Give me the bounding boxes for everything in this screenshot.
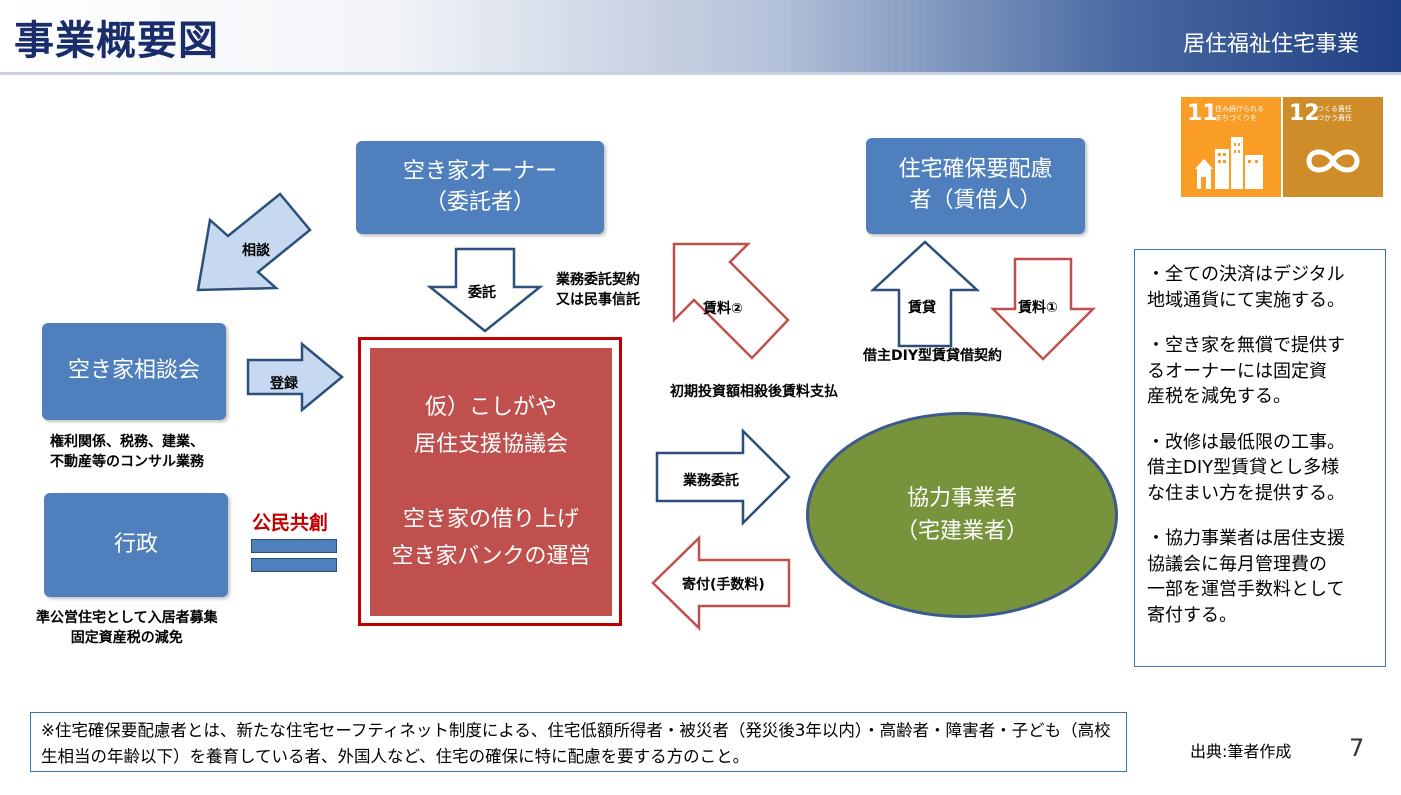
rent2-arrow-label: 賃料② bbox=[703, 301, 743, 317]
council-text: 仮）こしがや 居住支援協議会 空き家の借り上げ 空き家バンクの運営 bbox=[391, 394, 591, 570]
sdg-caption: 住み続けられる まちづくりを bbox=[1215, 105, 1264, 123]
header-banner bbox=[0, 0, 1401, 72]
infinity-loop-icon bbox=[1306, 149, 1360, 173]
notes-box: ・全ての決済はデジタル 地域通貨にて実施する。 ・空き家を無償で提供す るオーナ… bbox=[1134, 249, 1386, 667]
page-subtitle: 居住福祉住宅事業 bbox=[1182, 32, 1359, 57]
government-box: 行政 bbox=[44, 493, 228, 597]
partner-ellipse: 協力事業者 （宅建業者） bbox=[806, 412, 1118, 618]
note-item: ・全ての決済はデジタル 地域通貨にて実施する。 bbox=[1147, 264, 1345, 311]
sdg-caption: つくる責任 つかう責任 bbox=[1317, 105, 1352, 123]
page-title: 事業概要図 bbox=[14, 18, 219, 64]
rent2-arrow bbox=[672, 242, 790, 360]
note-item: ・協力事業者は居住支援 協議会に毎月管理費の 一部を運営手数料として 寄付する。 bbox=[1147, 528, 1345, 627]
initial-payment-label: 初期投資額相殺後賃料支払 bbox=[670, 384, 838, 400]
entrust-arrow bbox=[426, 247, 544, 333]
sdg-number: 11 bbox=[1187, 101, 1218, 126]
header-divider bbox=[0, 72, 1401, 75]
register-arrow-label: 登録 bbox=[270, 376, 298, 392]
outsourcing-arrow-label: 業務委託 bbox=[683, 473, 739, 489]
diy-contract-label: 借主DIY型賃貸借契約 bbox=[863, 348, 1002, 364]
donation-arrow-label: 寄付(手数料) bbox=[682, 577, 765, 593]
consult-arrow bbox=[196, 192, 312, 292]
outsourcing-arrow bbox=[655, 427, 791, 527]
council-box: 仮）こしがや 居住支援協議会 空き家の借り上げ 空き家バンクの運営 bbox=[370, 348, 612, 616]
tenant-box: 住宅確保要配慮 者（賃借人） bbox=[866, 138, 1085, 234]
sdg-11-badge: 11 住み続けられる まちづくりを bbox=[1181, 97, 1281, 197]
entrust-arrow-label: 委託 bbox=[468, 285, 496, 301]
lease-arrow-label: 賃貸 bbox=[908, 300, 936, 316]
co-creation-bar-top bbox=[251, 539, 337, 553]
government-description: 準公営住宅として入居者募集 固定資産税の減免 bbox=[36, 610, 218, 647]
owner-box: 空き家オーナー （委託者） bbox=[356, 141, 604, 234]
register-arrow bbox=[246, 341, 344, 413]
city-buildings-icon bbox=[1195, 137, 1263, 189]
contract-label: 業務委託契約 又は民事信託 bbox=[556, 272, 640, 309]
page-number: 7 bbox=[1349, 734, 1365, 762]
consult-description: 権利関係、税務、建業、 不動産等のコンサル業務 bbox=[50, 434, 204, 471]
note-item: ・改修は最低限の工事。 借主DIY型賃貸とし多様 な住まい方を提供する。 bbox=[1147, 431, 1345, 504]
lease-arrow bbox=[869, 240, 981, 348]
co-creation-bar-bottom bbox=[251, 558, 337, 572]
note-item: ・空き家を無償で提供す るオーナーには固定資 産税を減免する。 bbox=[1147, 335, 1345, 408]
donation-arrow bbox=[651, 535, 791, 631]
public-private-label: 公民共創 bbox=[252, 512, 329, 534]
rent1-arrow-label: 賃料① bbox=[1018, 300, 1058, 316]
source-credit: 出典:筆者作成 bbox=[1190, 742, 1292, 761]
sdg-12-badge: 12 つくる責任 つかう責任 bbox=[1283, 97, 1383, 197]
consultation-box: 空き家相談会 bbox=[42, 323, 226, 420]
footnote-box: ※住宅確保要配慮者とは、新たな住宅セーフティネット制度による、住宅低額所得者・被… bbox=[30, 712, 1127, 772]
sdg-number: 12 bbox=[1289, 101, 1320, 126]
rent1-arrow bbox=[989, 257, 1097, 361]
consult-arrow-label: 相談 bbox=[242, 243, 270, 259]
